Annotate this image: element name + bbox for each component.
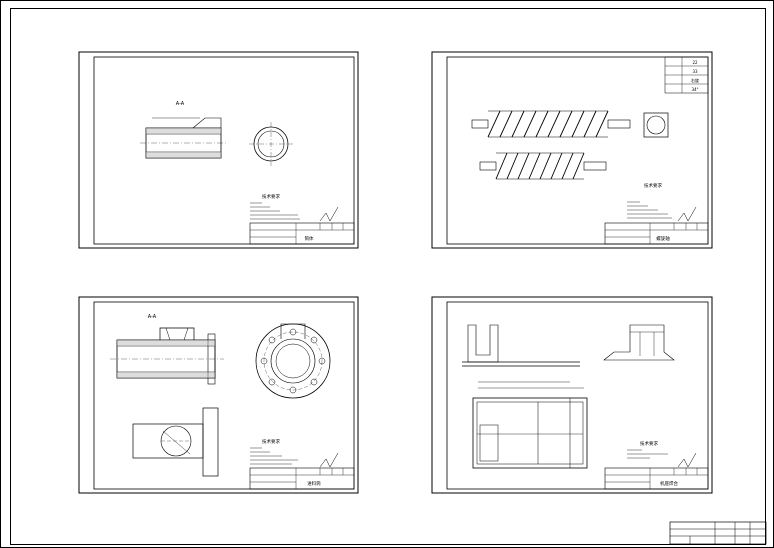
base-frame-plan [472, 381, 588, 469]
tech-notes-lines-bl [250, 447, 298, 465]
screw-shaft-top [471, 110, 631, 138]
tech-req-title-tr: 技术要求 [644, 182, 662, 189]
param-value-3: 右旋 [691, 77, 699, 83]
sheet-top-right: 22 33 右旋 34° 技术要求 螺旋轴 [431, 51, 713, 249]
tech-notes-lines-br [627, 449, 668, 459]
feed-tube-section [110, 327, 224, 385]
part-name-bottom-right: 机座焊合 [660, 480, 678, 487]
roughness-symbol-bl [319, 452, 339, 468]
feed-port-detail [132, 407, 219, 477]
section-label-a-a: A-A [176, 101, 185, 107]
part-name-bottom-left: 进料筒 [307, 480, 321, 487]
title-block-top-right: 螺旋轴 [604, 222, 709, 245]
bracket-front-view [462, 324, 580, 367]
param-value-4: 34° [691, 87, 698, 92]
flange-view [255, 323, 331, 399]
tech-req-title-bl: 技术要求 [262, 438, 280, 445]
param-value-2: 33 [692, 69, 698, 74]
master-title-block [669, 521, 767, 545]
sheet-top-left: A-A 技术要求 [78, 51, 359, 249]
tube-end-view [249, 122, 293, 166]
tech-notes-lines-tr [627, 201, 672, 219]
title-block-bottom-left: 进料筒 [249, 467, 355, 490]
title-block-top-left: 筒体 [249, 222, 355, 245]
title-block-bottom-right: 机座焊合 [604, 467, 709, 490]
shaft-end-view [643, 112, 669, 138]
inner-border [10, 8, 766, 545]
sheet-bottom-right: 技术要求 机座焊合 [431, 296, 713, 494]
sheet-bottom-left: A-A [78, 296, 359, 494]
roughness-symbol-br [677, 452, 697, 468]
screw-param-table: 22 33 右旋 34° [664, 56, 709, 94]
tech-req-title-br: 技术要求 [640, 440, 658, 447]
screw-shaft-bottom [479, 152, 607, 180]
bracket-side-view [603, 324, 675, 361]
param-value-1: 22 [692, 60, 698, 65]
section-label-a-a-bl: A-A [148, 314, 157, 320]
tech-notes-lines [250, 202, 300, 220]
tech-req-title: 技术要求 [262, 193, 280, 200]
roughness-symbol [319, 206, 339, 222]
part-name-top-left: 筒体 [305, 235, 314, 242]
roughness-symbol-tr [677, 206, 697, 222]
part-name-top-right: 螺旋轴 [656, 235, 670, 242]
tube-body-section [140, 117, 228, 159]
